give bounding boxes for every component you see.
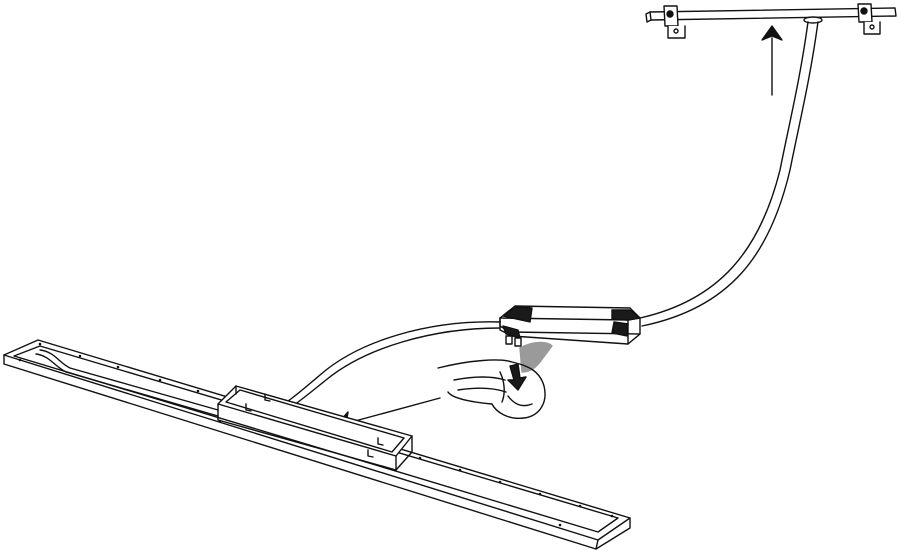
arrow-up-icon: [761, 25, 783, 96]
light-panel: [3, 339, 631, 550]
hand-icon: [437, 341, 553, 419]
upper-cable: [639, 21, 819, 327]
junction-box-icon: [217, 385, 413, 471]
arrow-down-icon: [507, 363, 527, 391]
lower-cable: [269, 321, 501, 417]
led-driver-icon: [499, 305, 641, 347]
mounting-bracket-icon: [645, 3, 897, 39]
